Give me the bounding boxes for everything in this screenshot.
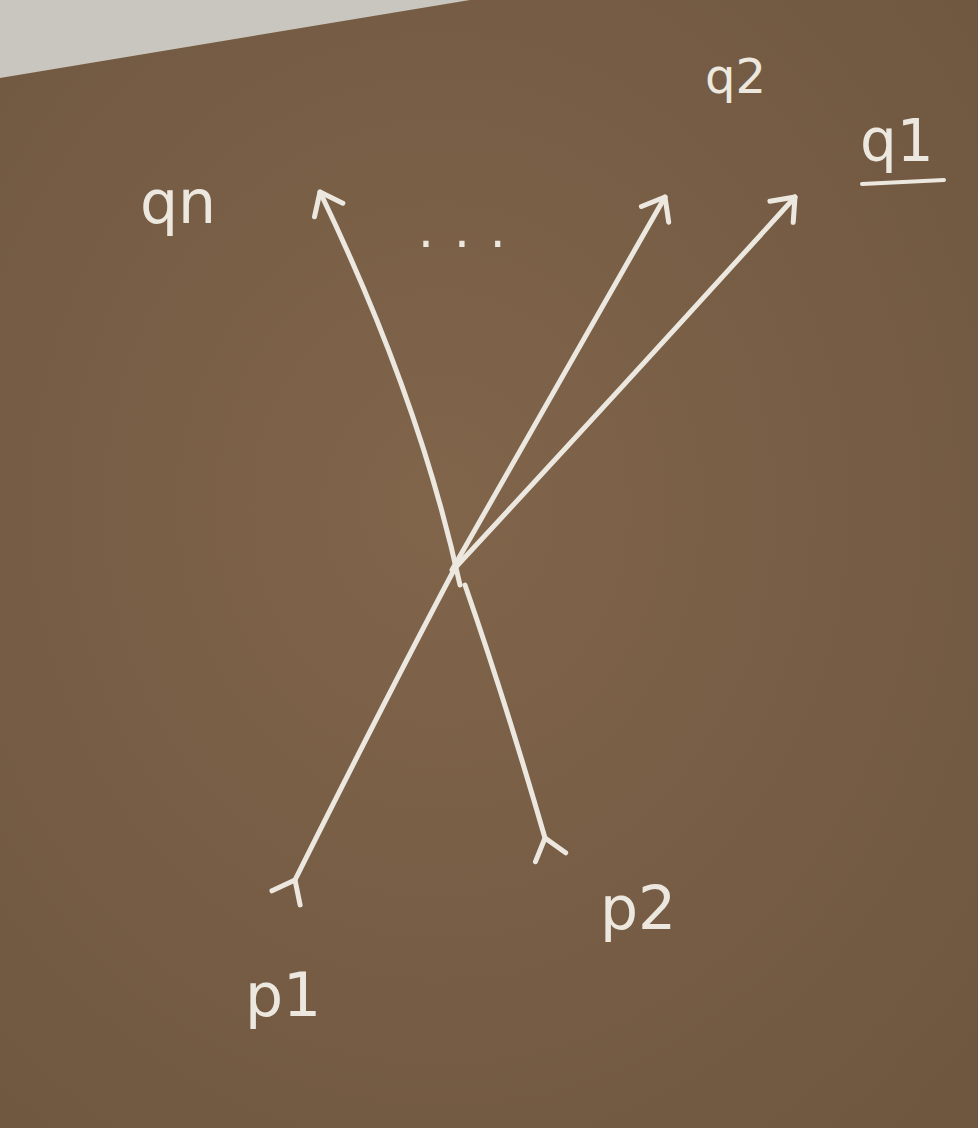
wall-strip bbox=[0, 0, 470, 78]
momentum-label: q1 bbox=[860, 112, 934, 170]
incoming-line bbox=[465, 585, 545, 838]
momentum-label: p2 bbox=[600, 878, 676, 938]
momentum-label: q2 bbox=[705, 52, 766, 100]
momentum-label: qn bbox=[140, 172, 216, 232]
momentum-label: p1 bbox=[245, 965, 321, 1025]
incoming-line bbox=[295, 568, 455, 880]
ellipsis-mark: ... bbox=[418, 205, 526, 255]
underline bbox=[862, 180, 944, 184]
